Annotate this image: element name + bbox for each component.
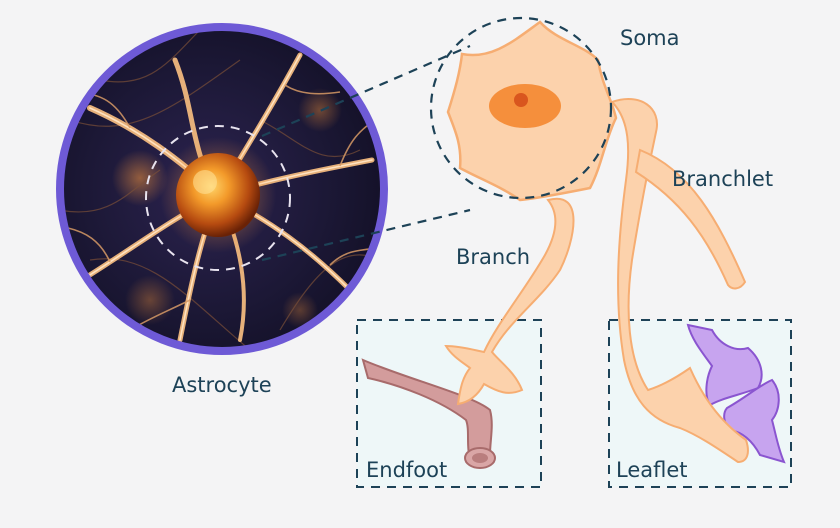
leaflet-branch-process <box>610 97 749 464</box>
nucleolus <box>514 93 528 107</box>
astrocyte-schematic <box>429 16 749 464</box>
micrograph-ring <box>56 23 388 355</box>
nucleus <box>489 84 561 128</box>
label-endfoot: Endfoot <box>366 458 447 482</box>
zoom-connector-lines <box>261 44 471 262</box>
label-leaflet: Leaflet <box>616 458 688 482</box>
label-astrocyte: Astrocyte <box>172 373 272 397</box>
branchlet-process <box>634 148 747 290</box>
label-branchlet: Branchlet <box>672 167 773 191</box>
synapse <box>686 323 786 464</box>
branch-process <box>444 197 575 406</box>
zoom-region-circle <box>145 125 291 271</box>
label-soma: Soma <box>620 26 680 50</box>
astrocyte-micrograph <box>56 23 388 355</box>
soma-zoom-circle <box>429 16 613 200</box>
label-branch: Branch <box>456 245 530 269</box>
blood-vessel <box>361 358 496 469</box>
